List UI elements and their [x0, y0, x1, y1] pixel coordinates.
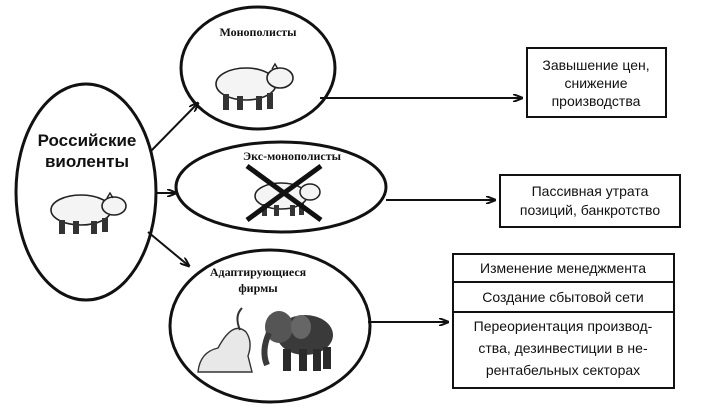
outcome-adapting-row3-line3: рентабельных секторах	[486, 362, 640, 378]
outcome-ex-monopolists-line1: Пассивная утрата	[532, 183, 649, 199]
source-title-line1: Российские	[38, 131, 137, 150]
monopolists-label: Монополисты	[219, 25, 297, 39]
ex-monopolists-label: Экс-монополисты	[243, 149, 342, 163]
outcome-box-adapting: Изменение менеджмента Создание сбытовой …	[452, 253, 675, 389]
adapting-firms-node: Адаптирующиеся фирмы	[168, 248, 372, 404]
hippo-icon	[215, 62, 294, 110]
outcome-adapting-row3-line1: Переориентация производ-	[474, 318, 653, 334]
outcome-ex-monopolists-line2: позиций, банкротство	[520, 202, 660, 218]
adapting-firms-label-line1: Адаптирующиеся	[210, 265, 307, 279]
monopolists-node: Монополисты	[179, 5, 337, 131]
outcome-monopolists-line3: производства	[552, 93, 641, 109]
elephant-icon	[261, 311, 333, 371]
outcome-adapting-row2: Создание сбытовой сети	[482, 289, 644, 305]
arrow-source-to-adapting	[147, 231, 189, 266]
outcome-monopolists-line2: снижение	[564, 75, 627, 91]
outcome-box-ex-monopolists: Пассивная утрата позиций, банкротство	[499, 174, 681, 228]
source-node: Российские виоленты	[14, 82, 158, 302]
crossed-out-hippo-icon	[245, 163, 323, 223]
resting-elephant-icon	[197, 307, 253, 373]
source-title-line2: виоленты	[45, 152, 129, 171]
outcome-adapting-row1: Изменение менеджмента	[480, 260, 646, 276]
outcome-adapting-row3-line2: ства, дезинвестиции в не-	[478, 340, 648, 356]
outcome-monopolists-line1: Завышение цен,	[542, 57, 649, 73]
adapting-firms-label-line2: фирмы	[238, 281, 278, 295]
outcome-box-monopolists: Завышение цен, снижение производства	[526, 47, 667, 118]
arrow-source-to-monopolists	[149, 103, 198, 153]
ex-monopolists-node: Экс-монополисты	[174, 140, 388, 234]
hippo-icon	[50, 191, 127, 234]
